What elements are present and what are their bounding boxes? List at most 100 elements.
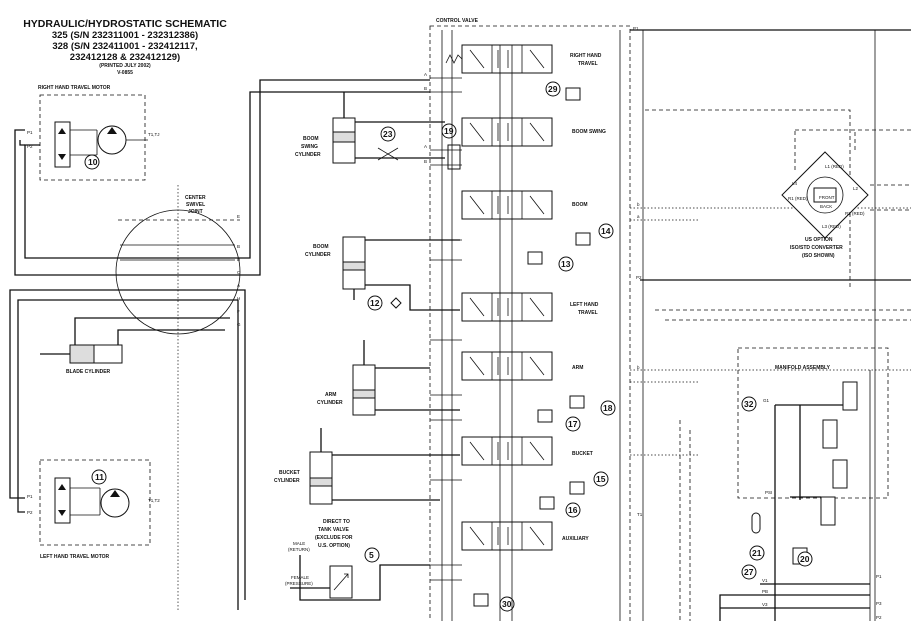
spool-boom xyxy=(461,190,553,220)
callout-29-text: 29 xyxy=(548,84,558,94)
printed-date: (PRINTED JULY 2002) xyxy=(99,63,151,69)
female-pressure-label: (PRESSURE) xyxy=(285,581,313,586)
lh-motor-symbol xyxy=(100,488,130,518)
model-line-328-cont: 232412128 & 232412129) xyxy=(69,52,181,63)
boom-cylinder-label-1: BOOM xyxy=(313,244,329,250)
section-rh-travel-1: RIGHT HAND xyxy=(570,53,602,59)
swivel-label-3: JOINT xyxy=(188,209,203,215)
control-valve-label: CONTROL VALVE xyxy=(436,18,479,24)
boom-swing-cyl-label-2: SWING xyxy=(301,144,318,150)
converter-port-l1: L1 (RED) xyxy=(825,164,844,169)
section-boom: BOOM xyxy=(572,202,588,208)
cv-port-p2: P2 xyxy=(636,275,642,280)
lh-motor-port-p1: P1 xyxy=(27,494,33,499)
rh-travel-motor-outline xyxy=(39,94,146,181)
male-label: MALE xyxy=(293,541,305,546)
callout-19-text: 19 xyxy=(444,126,454,136)
callout-14 xyxy=(598,223,614,239)
boom-cylinder-label-2: CYLINDER xyxy=(305,252,331,258)
callout-15-text: 15 xyxy=(596,474,606,484)
spool-bucket xyxy=(461,436,553,466)
arm-cylinder-label-2: CYLINDER xyxy=(317,400,343,406)
callout-12-text: 12 xyxy=(370,298,380,308)
section-arm: ARM xyxy=(572,365,583,371)
rh-motor-port-p1: P1 xyxy=(27,130,33,135)
port-p1-top: P1 xyxy=(633,26,639,31)
pump-port-p1: P1 xyxy=(876,574,882,579)
lh-motor-port-t1t2: T1,T2 xyxy=(148,498,160,503)
spool-boom-swing xyxy=(461,117,553,147)
callout-15 xyxy=(593,471,609,487)
iso-std-converter-label: ISO/STD CONVERTER xyxy=(790,245,843,251)
callout-21-text: 21 xyxy=(752,548,762,558)
boom-swing-cyl-label-3: CYLINDER xyxy=(295,152,321,158)
male-return-label: (RETURN) xyxy=(288,547,310,552)
callout-20 xyxy=(797,551,813,567)
spool-auxiliary xyxy=(461,521,553,551)
callout-29 xyxy=(545,81,561,97)
manifold-port-psi: PSI xyxy=(765,490,772,495)
callout-17-text: 17 xyxy=(568,419,578,429)
cv-port-b-2: B xyxy=(424,159,427,164)
converter-back: BACK xyxy=(820,204,832,209)
lh-motor-port-p2: P2 xyxy=(27,510,33,515)
callout-5 xyxy=(364,547,380,563)
pump-port-p2: P2 xyxy=(876,615,882,620)
callout-20-text: 20 xyxy=(800,554,810,564)
rh-motor-port-t1tj: T1,TJ xyxy=(148,132,160,137)
callout-11 xyxy=(91,469,107,485)
section-lh-travel-2: TRAVEL xyxy=(578,310,598,316)
converter-port-l4: L4 xyxy=(792,181,798,186)
callout-27-text: 27 xyxy=(744,567,754,577)
drawing-code: V-0855 xyxy=(117,70,133,76)
boom-swing-cyl-label-1: BOOM xyxy=(303,136,319,142)
callout-21 xyxy=(749,545,765,561)
callout-18-text: 18 xyxy=(603,403,613,413)
swivel-port-a: A xyxy=(237,283,240,288)
swivel-port-e: E xyxy=(237,214,240,219)
section-auxiliary: AUXILIARY xyxy=(562,536,589,542)
dtv-label-2: TANK VALVE xyxy=(318,527,349,533)
swivel-label-1: CENTER xyxy=(185,195,206,201)
callout-30-text: 30 xyxy=(502,599,512,609)
manifold-port-g1: G1 xyxy=(763,398,770,403)
callout-5-text: 5 xyxy=(369,550,374,560)
bucket-cylinder-label-1: BUCKET xyxy=(279,470,300,476)
swivel-port-b: B xyxy=(237,244,240,249)
callout-14-text: 14 xyxy=(601,226,611,236)
cv-port-b-1: B xyxy=(424,86,427,91)
us-option-label: US OPTION xyxy=(805,237,833,243)
model-line-328: 328 (S/N 232411001 - 232412117, xyxy=(52,41,198,52)
callout-23-text: 23 xyxy=(383,129,393,139)
spool-lh-travel xyxy=(461,292,553,322)
section-bucket: BUCKET xyxy=(572,451,593,457)
callout-13-text: 13 xyxy=(561,259,571,269)
iso-shown-label: (ISO SHOWN) xyxy=(802,253,835,259)
arm-cylinder-label-1: ARM xyxy=(325,392,336,398)
callout-10-text: 10 xyxy=(88,157,98,167)
callout-17 xyxy=(565,416,581,432)
section-lh-travel-1: LEFT HAND xyxy=(570,302,599,308)
manifold-assembly-label: MANIFOLD ASSEMBLY xyxy=(775,365,831,371)
callout-32-text: 32 xyxy=(744,399,754,409)
manifold-port-v3: V3 xyxy=(762,602,768,607)
spool-rh-travel xyxy=(445,44,553,74)
control-valve-outline xyxy=(429,25,631,621)
callout-32 xyxy=(741,396,757,412)
rh-motor-port-p2: P2 xyxy=(27,144,33,149)
swivel-label-2: SWIVEL xyxy=(186,202,205,208)
callout-18 xyxy=(600,400,616,416)
converter-front: FRONT xyxy=(819,195,835,200)
dtv-label-4: U.S. OPTION) xyxy=(318,543,350,549)
swivel-port-g: G xyxy=(237,322,241,327)
callout-13 xyxy=(558,256,574,272)
cv-port-t1: T1 xyxy=(637,512,643,517)
callout-27 xyxy=(741,564,757,580)
pilot-port-b-1: b xyxy=(637,202,640,207)
swivel-port-d: D xyxy=(237,257,241,262)
spool-arm xyxy=(461,351,553,381)
pump-port-p3: P3 xyxy=(876,601,882,606)
cv-port-a-1: A xyxy=(424,72,427,77)
